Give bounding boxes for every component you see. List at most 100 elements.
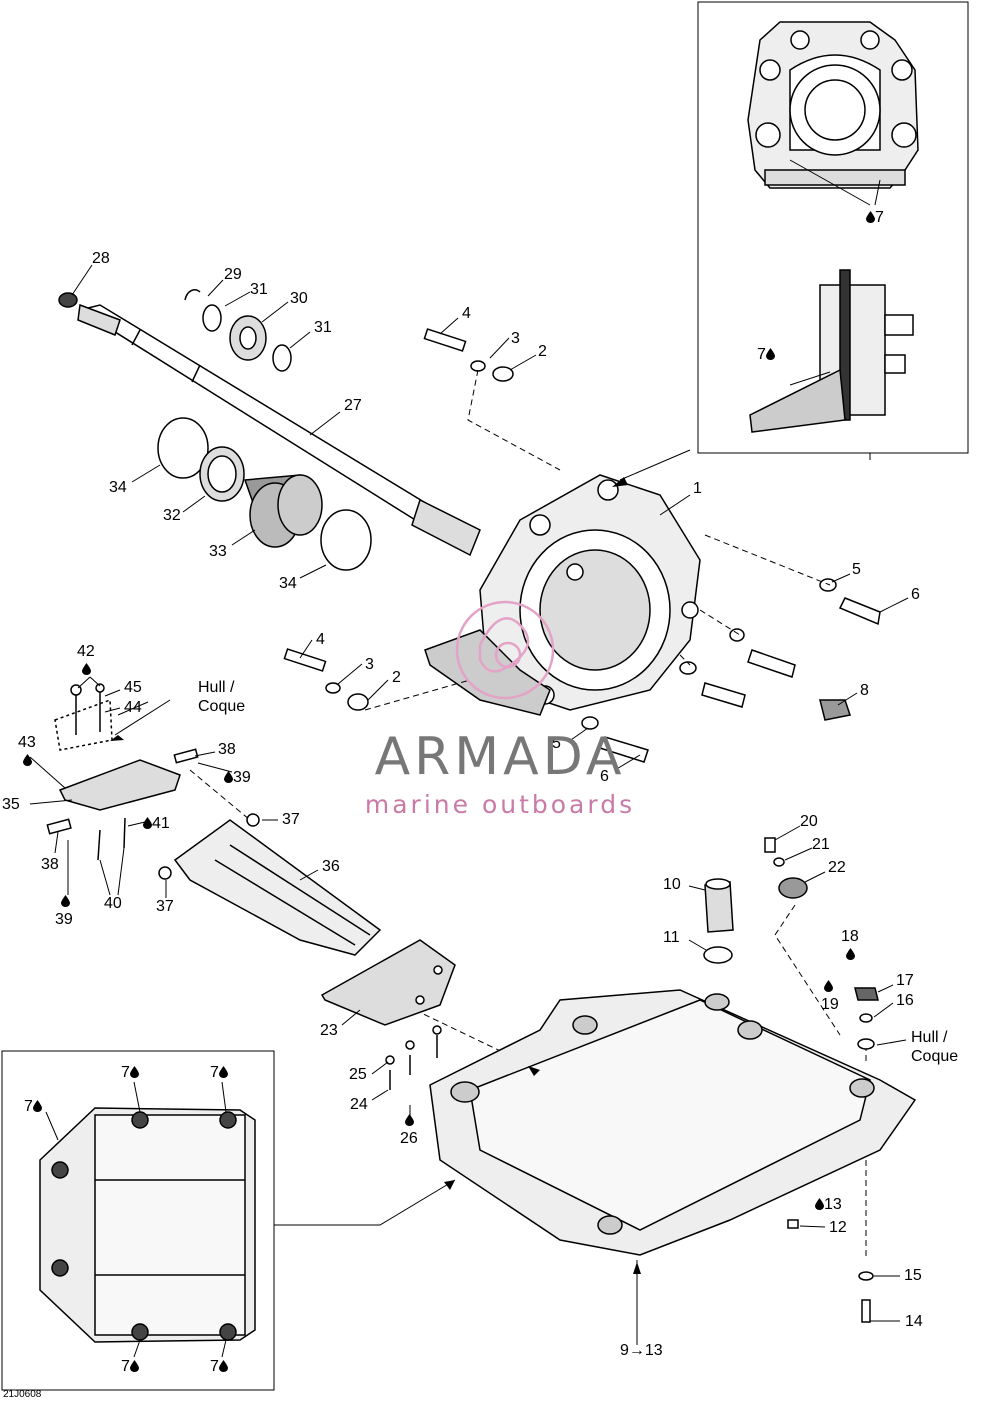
callout-4: 4 — [462, 305, 471, 322]
sealant-drop-icon — [129, 1360, 139, 1372]
diagram-code: 21J0608 — [3, 1389, 42, 1400]
callout-37: 37 — [156, 898, 174, 915]
sealant-drop-icon — [866, 211, 875, 223]
callout-33: 33 — [209, 543, 227, 560]
sealant-drop-icon — [218, 1066, 228, 1078]
callout-38: 38 — [218, 741, 236, 758]
callout-25: 25 — [349, 1066, 367, 1083]
callout-29: 29 — [224, 266, 242, 283]
callout-7: 7 — [866, 209, 884, 227]
sealant-drop-icon — [218, 1360, 228, 1372]
hull-coque-label: Hull /Coque — [198, 679, 246, 715]
callout-19: 19 — [821, 978, 839, 1014]
callout-40: 40 — [104, 895, 122, 912]
callout-43: 43 — [18, 734, 36, 770]
callout-13: 13 — [815, 1196, 842, 1214]
callout-8: 8 — [860, 682, 869, 699]
callout-5: 5 — [852, 561, 861, 578]
sealant-drop-icon — [23, 754, 32, 766]
hull-coque-label: Hull /Coque — [911, 1029, 959, 1065]
callout-7: 7 — [121, 1064, 139, 1082]
jet-pump-housing — [424, 474, 701, 716]
sealant-drop-icon — [846, 948, 855, 960]
shaft-end-cap — [58, 292, 78, 308]
callout-12: 12 — [829, 1219, 847, 1236]
sealant-drop-icon — [405, 1114, 414, 1126]
callout-42: 42 — [77, 643, 95, 679]
ride-plate-fittings — [703, 837, 879, 1323]
callout-1: 1 — [693, 480, 702, 497]
sealant-drop-icon — [82, 663, 91, 675]
callout-28: 28 — [92, 250, 110, 267]
callout-35: 35 — [2, 796, 20, 813]
watermark-subtitle: marine outboards — [364, 790, 636, 819]
ride-plate-cover — [320, 939, 456, 1090]
inset-frame-top-right — [697, 1, 969, 454]
sealant-drop-icon — [129, 1066, 139, 1078]
callout-7: 7 — [757, 346, 775, 364]
callout-45: 45 — [124, 679, 142, 696]
callout-26: 26 — [400, 1112, 418, 1148]
callout-15: 15 — [904, 1267, 922, 1284]
shaft-seal-parts — [184, 289, 292, 372]
sealant-drop-icon — [815, 1198, 824, 1210]
armada-logo-mark — [455, 600, 555, 700]
callout-2: 2 — [538, 343, 547, 360]
callout-31: 31 — [250, 281, 268, 298]
callout-38: 38 — [41, 856, 59, 873]
callout-36: 36 — [322, 858, 340, 875]
callout-39: 39 — [224, 769, 251, 787]
callout-16: 16 — [896, 992, 914, 1009]
callout-2: 2 — [392, 669, 401, 686]
callout-21: 21 — [812, 836, 830, 853]
callout-20: 20 — [800, 813, 818, 830]
callout-23: 23 — [320, 1022, 338, 1039]
housing-rear-view — [747, 21, 919, 189]
callout-14: 14 — [905, 1313, 923, 1330]
callout-3: 3 — [511, 330, 520, 347]
callout-34: 34 — [279, 575, 297, 592]
inset-frame-bottom-left — [1, 1050, 275, 1391]
callout-30: 30 — [290, 290, 308, 307]
sealant-drop-icon — [224, 771, 233, 783]
callout-7: 7 — [24, 1098, 42, 1116]
sealant-drop-icon — [61, 895, 70, 907]
callout-24: 24 — [350, 1096, 368, 1113]
callout-41: 41 — [143, 815, 170, 833]
callout-7: 7 — [210, 1358, 228, 1376]
callout-6: 6 — [911, 586, 920, 603]
callout-31: 31 — [314, 319, 332, 336]
callout-3: 3 — [365, 656, 374, 673]
callout-7: 7 — [210, 1064, 228, 1082]
callout-11: 11 — [663, 929, 680, 946]
ride-plate-top-view — [39, 1107, 256, 1343]
callout-7: 7 — [121, 1358, 139, 1376]
callout-22: 22 — [828, 859, 846, 876]
upper-fasteners — [283, 328, 881, 763]
sealant-drop-icon — [143, 817, 152, 829]
sealant-drop-icon — [824, 980, 833, 992]
intake-grate — [173, 819, 382, 956]
callout-4: 4 — [316, 631, 325, 648]
callout-27: 27 — [344, 397, 362, 414]
callout-5: 5 — [552, 735, 561, 752]
callout-9-13: 9→13 — [620, 1342, 663, 1359]
callout-44: 44 — [124, 699, 142, 716]
housing-side-view — [749, 269, 914, 433]
sealant-drop-icon — [765, 348, 775, 360]
arrowheads — [110, 477, 641, 1274]
watermark-title: ARMADA — [374, 727, 626, 787]
callout-10: 10 — [663, 876, 681, 893]
drive-shaft — [77, 303, 481, 557]
callout-6: 6 — [600, 768, 609, 785]
callout-17: 17 — [896, 972, 914, 989]
callout-37: 37 — [282, 811, 300, 828]
leader-lines — [29, 264, 909, 1358]
callout-32: 32 — [163, 507, 181, 524]
ride-plate — [429, 989, 917, 1256]
bellows-and-clamps — [157, 417, 372, 571]
callout-34: 34 — [109, 479, 127, 496]
sealant-drop-icon — [32, 1100, 42, 1112]
callout-18: 18 — [841, 928, 859, 964]
